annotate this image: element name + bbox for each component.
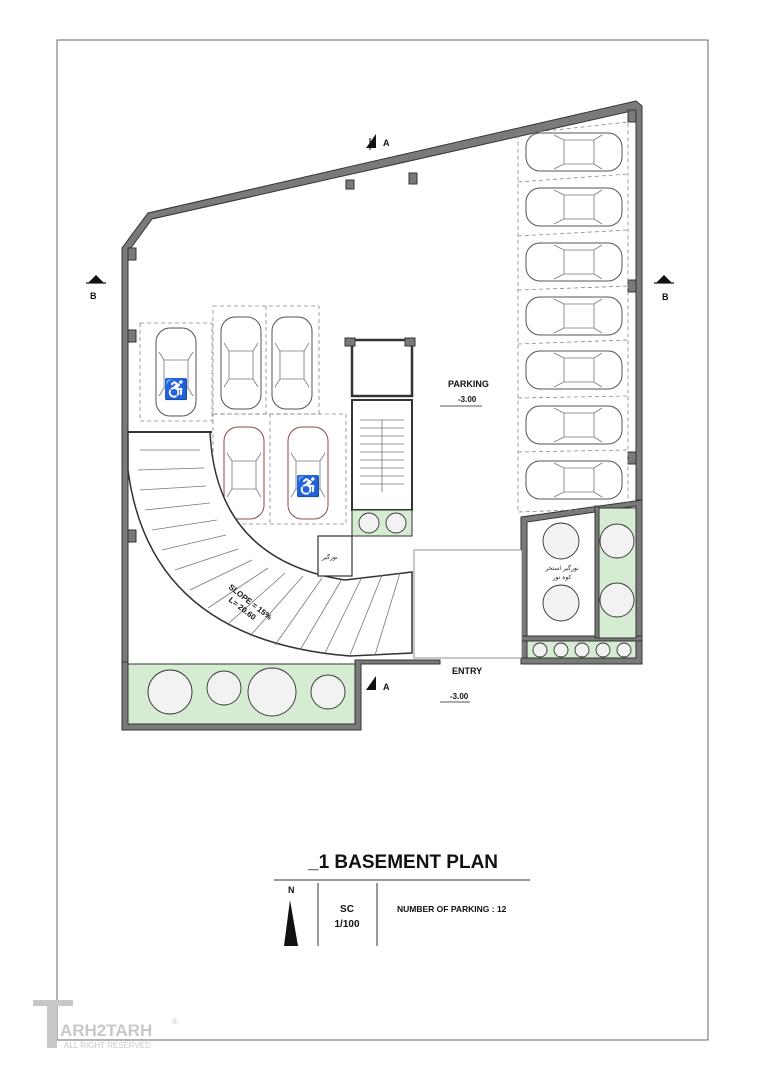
section-b-right-label: B bbox=[662, 292, 669, 302]
svg-text:♿: ♿ bbox=[296, 474, 321, 498]
drawing-title: _1 BASEMENT PLAN bbox=[307, 852, 498, 873]
title-block-lines bbox=[274, 879, 530, 946]
parking-bays-right bbox=[517, 121, 629, 513]
parking-label: PARKING bbox=[448, 379, 489, 389]
stair-core bbox=[317, 337, 523, 659]
svg-text:♿: ♿ bbox=[164, 377, 189, 401]
parking-level-label: -3.00 bbox=[458, 395, 477, 404]
gardens bbox=[127, 507, 637, 725]
scale-label: SC bbox=[340, 904, 354, 915]
arh2tarh-logo-icon bbox=[33, 1000, 73, 1048]
north-label: N bbox=[288, 885, 295, 895]
section-b-left-label: B bbox=[90, 291, 97, 301]
cars-left-group: ♿ ♿ bbox=[155, 316, 329, 520]
columns bbox=[127, 109, 637, 543]
north-arrow-icon bbox=[284, 900, 298, 946]
entry-label: ENTRY bbox=[452, 666, 482, 676]
ramp bbox=[127, 431, 413, 657]
watermark-rights: ALL RIGHT RESERVED bbox=[64, 1041, 151, 1050]
section-markers bbox=[86, 134, 674, 703]
light-well-pool-sublabel: کوه نور bbox=[552, 574, 572, 581]
light-well-pool-label: نورگیر استخر bbox=[544, 564, 579, 572]
section-a-bottom-label: A bbox=[383, 682, 390, 692]
parking-count-label: NUMBER OF PARKING : 12 bbox=[397, 904, 507, 914]
entry-level-label: -3.00 bbox=[450, 692, 469, 701]
watermark-reg-mark: ® bbox=[172, 1017, 178, 1026]
light-well-small-label: نورگیر bbox=[321, 553, 338, 561]
sheet-border bbox=[56, 39, 709, 1041]
section-a-top-label: A bbox=[383, 138, 390, 148]
scale-value: 1/100 bbox=[334, 919, 359, 930]
watermark-brand: ARH2TARH bbox=[60, 1021, 152, 1040]
cars-right-column bbox=[525, 132, 623, 500]
